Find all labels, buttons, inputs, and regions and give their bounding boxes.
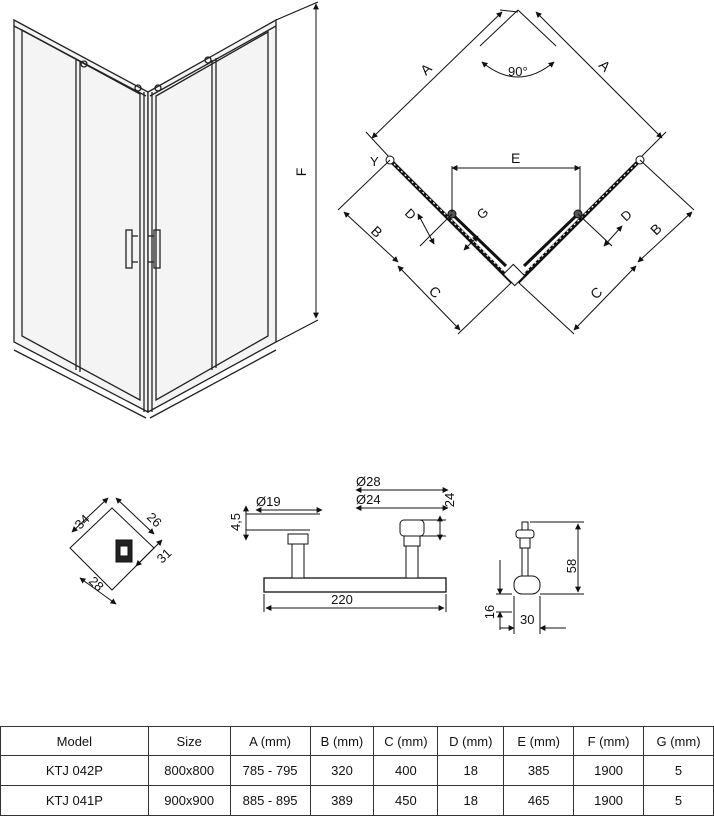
label-a-right: A <box>596 57 614 75</box>
label-d-left: D <box>402 205 419 222</box>
roller-dim-58: 58 <box>564 559 579 573</box>
profile-section <box>69 497 163 605</box>
table-cell: KTJ 041P <box>0 785 149 816</box>
profile-dim-31: 31 <box>154 545 175 566</box>
table-cell: 450 <box>373 785 439 816</box>
table-cell: KTJ 042P <box>0 755 149 786</box>
table-cell: 900x900 <box>147 785 231 816</box>
table-header: Size <box>147 726 231 756</box>
spec-table: Model Size A (mm) B (mm) C (mm) D (mm) E… <box>0 726 714 816</box>
table-cell: 800x800 <box>147 755 231 786</box>
roller-drawing <box>496 521 584 634</box>
table-cell: 465 <box>503 785 575 816</box>
table-cell: 385 <box>503 755 575 786</box>
table-cell: 18 <box>437 785 505 816</box>
shower-perspective-view <box>13 18 277 419</box>
profile-dim-28: 28 <box>86 573 107 594</box>
label-e: E <box>511 150 520 166</box>
table-header: Model <box>0 726 149 756</box>
table-header: B (mm) <box>309 726 375 756</box>
label-d-right: D <box>618 207 635 224</box>
label-angle: 90° <box>508 64 528 79</box>
table-cell: 885 - 895 <box>229 785 311 816</box>
table-header: C (mm) <box>373 726 439 756</box>
handle-dim-4-5: 4,5 <box>228 513 243 531</box>
top-view <box>337 9 695 335</box>
label-b-right: B <box>647 220 665 238</box>
label-a-left: A <box>417 60 435 78</box>
label-f: F <box>293 168 309 177</box>
label-g: G <box>474 204 492 222</box>
label-b-left: B <box>368 223 386 241</box>
table-row: KTJ 041P 900x900 885 - 895 389 450 18 46… <box>0 785 714 816</box>
handle-dim-d19: Ø19 <box>256 494 281 509</box>
table-header: D (mm) <box>437 726 505 756</box>
table-cell: 5 <box>643 785 714 816</box>
label-c-left: C <box>426 283 444 302</box>
roller-dim-16: 16 <box>482 605 497 619</box>
table-cell: 18 <box>437 755 505 786</box>
label-c-right: C <box>587 284 605 303</box>
table-header: E (mm) <box>503 726 575 756</box>
dimension-f <box>275 1 319 343</box>
handle-dim-220: 220 <box>331 592 353 607</box>
table-cell: 1900 <box>573 755 645 786</box>
table-cell: 320 <box>309 755 375 786</box>
table-cell: 389 <box>309 785 375 816</box>
table-cell: 5 <box>643 755 714 786</box>
handle-dim-d24: Ø24 <box>356 492 381 507</box>
roller-dim-30: 30 <box>520 612 534 627</box>
table-cell: 400 <box>373 755 439 786</box>
table-header: A (mm) <box>229 726 311 756</box>
table-cell: 785 - 795 <box>229 755 311 786</box>
handle-drawing <box>243 487 449 612</box>
handle-dim-d28: Ø28 <box>356 474 381 489</box>
table-row: KTJ 042P 800x800 785 - 795 320 400 18 38… <box>0 755 714 786</box>
table-cell: 1900 <box>573 785 645 816</box>
table-header: G (mm) <box>643 726 714 756</box>
label-y: Y <box>370 154 379 169</box>
handle-dim-24: 24 <box>442 493 457 507</box>
table-header-row: Model Size A (mm) B (mm) C (mm) D (mm) E… <box>0 726 714 756</box>
table-header: F (mm) <box>573 726 645 756</box>
